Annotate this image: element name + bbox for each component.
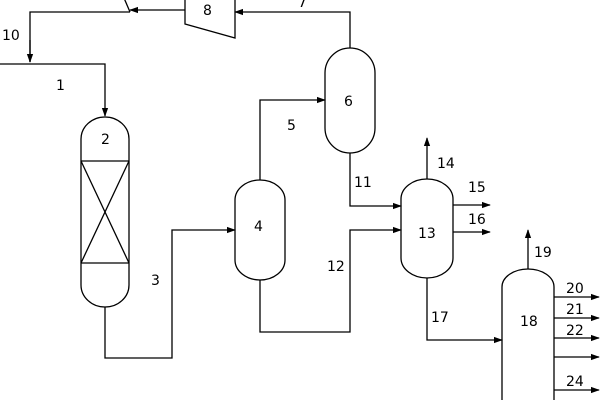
stream-3-line — [104, 226, 236, 359]
stream-5-line — [259, 96, 326, 180]
stream-7-label: 7 — [298, 0, 307, 11]
stream-24-label: 24 — [566, 374, 584, 390]
stream-10-label: 10 — [2, 28, 20, 44]
stream-12-line — [259, 226, 402, 333]
stream-14-label: 14 — [437, 156, 455, 172]
stream-11-label: 11 — [354, 175, 372, 191]
stream-11-line — [349, 153, 402, 210]
stream-7-line — [234, 8, 351, 48]
compressor-unit — [184, 0, 236, 39]
stream-20-label: 20 — [566, 281, 584, 297]
stream-15-label: 15 — [468, 180, 486, 196]
recycle-tick — [124, 0, 131, 13]
stream-12-label: 12 — [327, 259, 345, 275]
recycle-line — [29, 11, 130, 62]
middle-column-label: 13 — [418, 226, 436, 242]
stream-19-label: 19 — [534, 245, 552, 261]
compressor-label: 8 — [203, 3, 212, 19]
top-vessel — [324, 47, 376, 154]
middle-column — [400, 178, 454, 279]
stream-1-label: 1 — [56, 78, 65, 94]
right-column — [501, 268, 555, 400]
stream-17-label: 17 — [431, 310, 449, 326]
separator-label: 4 — [254, 219, 263, 235]
reactor-label: 2 — [101, 132, 110, 148]
reactor-unit — [80, 116, 130, 308]
separator-vessel — [234, 179, 286, 281]
stream-16-label: 16 — [468, 212, 486, 228]
right-column-label: 18 — [520, 314, 538, 330]
stream-21-label: 21 — [566, 302, 584, 318]
stream-17-line — [426, 278, 503, 344]
stream-3-label: 3 — [151, 273, 160, 289]
stream-22-label: 22 — [566, 323, 584, 339]
stream-1-line — [0, 63, 109, 117]
top-vessel-label: 6 — [344, 94, 353, 110]
stream-5-label: 5 — [287, 118, 296, 134]
